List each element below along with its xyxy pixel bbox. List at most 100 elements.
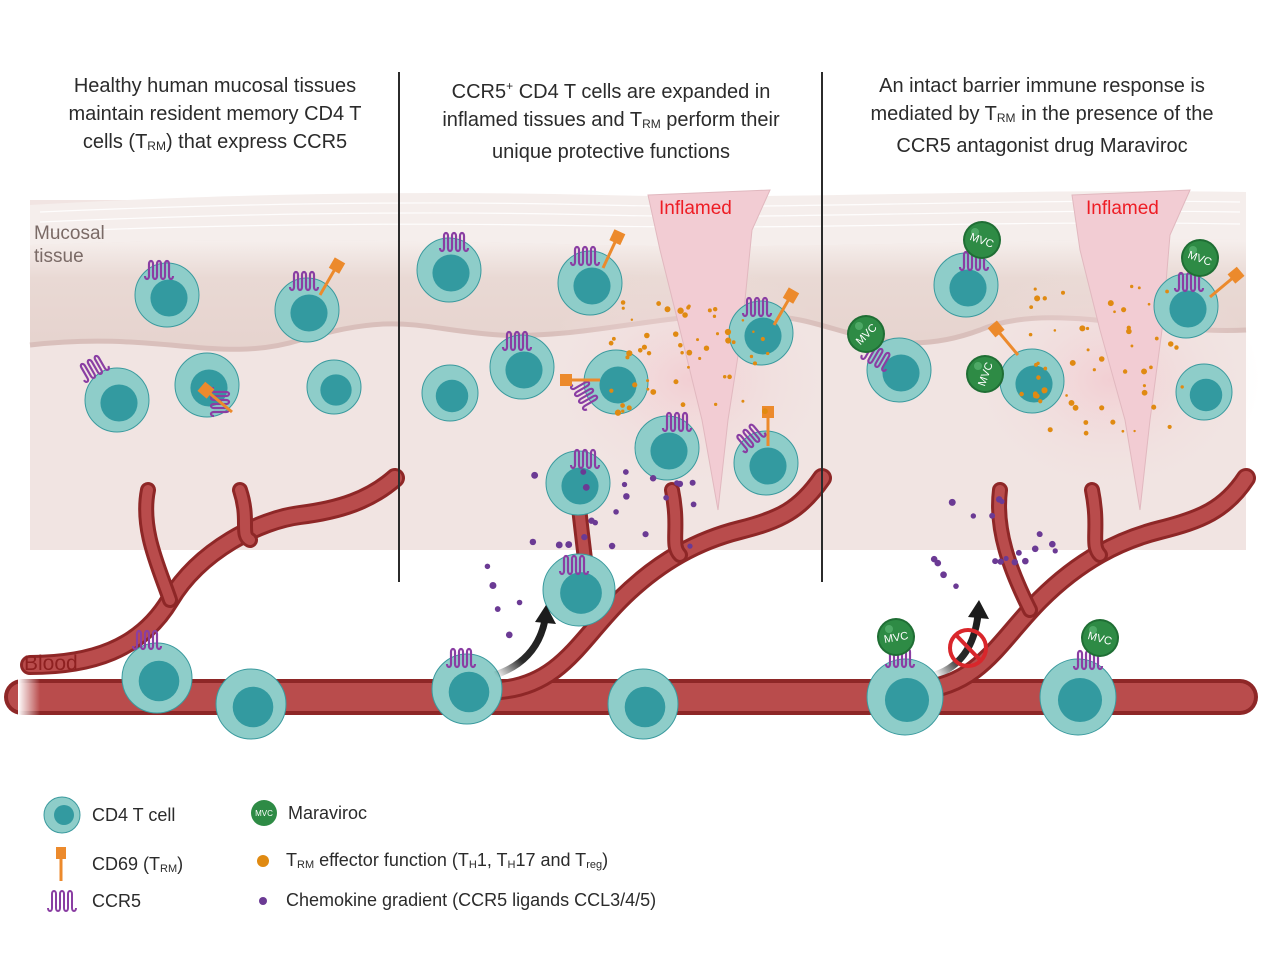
ccr5-receptor	[569, 380, 599, 411]
cd4-t-cell	[431, 647, 503, 725]
effector-dot	[741, 318, 745, 322]
panel-2-title-line-2: inflamed tissues and TRM perform their	[442, 109, 780, 131]
chemokine-dot	[1011, 558, 1019, 566]
effector-dot	[1147, 302, 1151, 306]
maraviroc-badge: MVC	[966, 355, 1004, 393]
no-entry-icon	[948, 628, 988, 668]
effector-dot	[1034, 295, 1041, 302]
chemokine-dot	[997, 558, 1004, 565]
chemokine-dot	[649, 475, 657, 482]
effector-dot	[1042, 296, 1047, 301]
effector-dot	[725, 337, 732, 344]
ccr5-receptor	[445, 647, 477, 669]
legend-effector-function: TRM effector function (TH1, TH17 and Tre…	[256, 850, 608, 871]
cd4-t-cell: MVC	[966, 320, 1065, 414]
chemokine-dot	[999, 498, 1005, 505]
effector-dot	[741, 399, 745, 403]
effector-dot	[731, 340, 736, 345]
inflamed-label-panel-3: Inflamed	[1086, 198, 1159, 219]
inflamed-label-panel-2: Inflamed	[659, 198, 732, 219]
chemokine-dot	[582, 483, 590, 491]
effector-dot	[724, 328, 732, 336]
cd4-t-cell	[1175, 363, 1233, 421]
chemokine-dot	[622, 469, 629, 475]
chemokine-dot	[621, 481, 628, 488]
chemokine-dot	[663, 494, 669, 501]
effector-dot	[646, 350, 652, 356]
blood-label: Blood	[24, 652, 78, 675]
panel-1-title-line-1: Healthy human mucosal tissues	[73, 75, 357, 97]
chemokine-dot	[676, 480, 684, 488]
effector-dot	[611, 336, 616, 341]
cd69-marker	[772, 287, 800, 326]
chemokine-dot	[623, 493, 630, 500]
effector-dot	[698, 356, 702, 361]
effector-dot	[672, 331, 679, 337]
cd4-t-cell	[421, 364, 479, 422]
panel-divider-2	[821, 72, 823, 582]
cd4-t-cell: MVC	[847, 315, 932, 403]
migration-arrow-panel-2	[493, 605, 556, 679]
ccr5-icon	[47, 890, 77, 912]
effector-dot	[713, 402, 718, 407]
effector-dot	[1133, 429, 1136, 433]
cd69-marker	[560, 374, 600, 386]
effector-dot	[1085, 326, 1090, 331]
effector-dot	[650, 389, 657, 395]
legend-maraviroc: MVC Maraviroc	[250, 799, 367, 827]
effector-dot	[1154, 336, 1159, 341]
cd4-t-cell	[79, 354, 150, 433]
arrow-head-icon	[535, 605, 556, 624]
effector-dot	[1047, 427, 1053, 433]
chemokine-dot-icon	[259, 896, 267, 905]
effector-dot	[722, 374, 727, 379]
panel-1-title: Healthy human mucosal tissues maintain r…	[30, 72, 400, 160]
effector-dot	[1107, 300, 1114, 307]
effector-dot	[686, 305, 691, 310]
chemokine-dot	[613, 509, 619, 515]
cd4-t-cell	[134, 259, 200, 328]
effector-dot	[1121, 307, 1127, 313]
effector-dot	[1043, 366, 1048, 371]
ccr5-receptor	[79, 354, 110, 384]
effector-dot	[703, 345, 710, 351]
effector-dot	[1068, 399, 1075, 406]
cd69-marker	[1209, 266, 1245, 299]
chemokine-dot	[580, 468, 587, 475]
chemokine-dot	[1037, 531, 1043, 538]
chemokine-dot	[529, 538, 537, 546]
chemokine-dot	[970, 513, 977, 519]
maraviroc-badge: MVC	[847, 315, 885, 353]
svg-text:MVC: MVC	[255, 809, 273, 818]
legend-cd4-t-cell: CD4 T cell	[42, 795, 175, 835]
effector-dot	[678, 342, 683, 348]
cd4-t-cell	[489, 330, 555, 400]
cd4-t-cell	[545, 448, 611, 516]
legend-cd69: CD69 (TRM)	[48, 845, 183, 883]
effector-dot	[1167, 424, 1172, 429]
effector-dot	[632, 382, 638, 388]
panel-2-title: CCR5+ CD4 T cells are expanded in inflam…	[400, 72, 822, 166]
cd4-t-cell	[174, 352, 240, 418]
cd4-t-cell	[607, 668, 679, 740]
effector-dot	[620, 403, 625, 408]
chemokine-dot	[588, 517, 595, 524]
chemokine-dot	[1031, 545, 1039, 553]
ccr5-receptor	[288, 270, 320, 292]
effector-dot	[1034, 362, 1038, 367]
effector-dot	[1053, 329, 1057, 332]
chemokine-dot	[1003, 555, 1009, 562]
maraviroc-badge: MVC	[877, 618, 915, 656]
cd4-t-cell	[634, 411, 700, 481]
cd4-t-cell-icon	[43, 796, 81, 834]
maraviroc-badge: MVC	[1081, 619, 1119, 657]
effector-dot	[712, 306, 718, 312]
effector-dot	[1042, 390, 1045, 394]
chemokine-dot	[555, 541, 563, 549]
chemokine-dot	[687, 543, 693, 549]
cd4-t-cell: MVC	[866, 618, 944, 736]
cd4-t-cell	[733, 406, 799, 496]
panel-3-title-line-3: CCR5 antagonist drug Maraviroc	[896, 135, 1188, 157]
effector-dot	[646, 379, 650, 383]
panel-3-title-line-2: mediated by TRM in the presence of the	[870, 103, 1214, 125]
